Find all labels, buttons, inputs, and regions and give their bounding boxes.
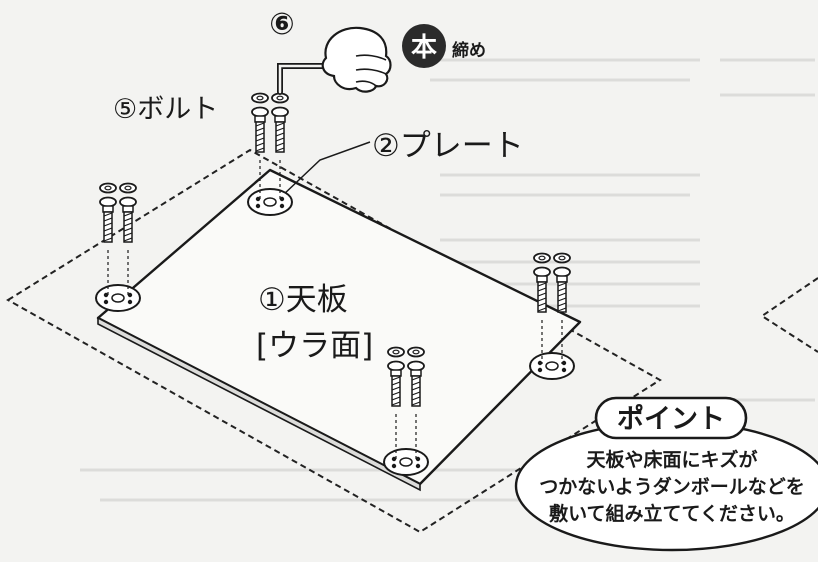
bolt-icon — [553, 252, 571, 364]
tabletop-label: ①天板 — [258, 282, 348, 318]
plate-icon — [383, 448, 429, 476]
final-tightening-badge: 本 締め — [402, 24, 486, 68]
bolt-icon — [407, 346, 425, 460]
bolt-icon — [387, 346, 405, 460]
bolt-icon — [533, 252, 551, 364]
plates — [95, 188, 575, 476]
bolt-label: ⑤ボルト — [113, 94, 218, 125]
plate-icon — [247, 188, 293, 216]
table-top — [96, 168, 582, 492]
partial-outline-right — [760, 277, 818, 353]
plate-icon — [95, 284, 141, 312]
point-line-3: 敷いて組み立ててください。 — [549, 502, 795, 525]
bolt-icon — [271, 92, 289, 200]
cardboard-sheet-outline — [6, 148, 662, 534]
point-callout: ポイント 天板や床面にキズが つかないようダンボールなどを 敷いて組み立ててくだ… — [514, 396, 818, 552]
point-title: ポイント — [617, 404, 725, 435]
badge-text: 締め — [452, 40, 486, 61]
bolt-icon — [99, 182, 117, 296]
plate-icon — [529, 352, 575, 380]
bolt-icon — [119, 182, 137, 296]
hand-with-allen-key-icon — [277, 26, 392, 95]
tabletop-side-label: [ウラ面] — [256, 328, 373, 364]
badge-character: 本 — [411, 33, 437, 63]
point-line-1: 天板や床面にキズが — [586, 448, 757, 471]
bolts — [99, 92, 571, 460]
point-line-2: つかないようダンボールなどを — [539, 475, 805, 498]
plate-leader-line — [281, 141, 371, 197]
bolt-icon — [251, 92, 269, 200]
step-number: ⑥ — [269, 7, 294, 42]
plate-label: ②プレート — [372, 128, 524, 164]
